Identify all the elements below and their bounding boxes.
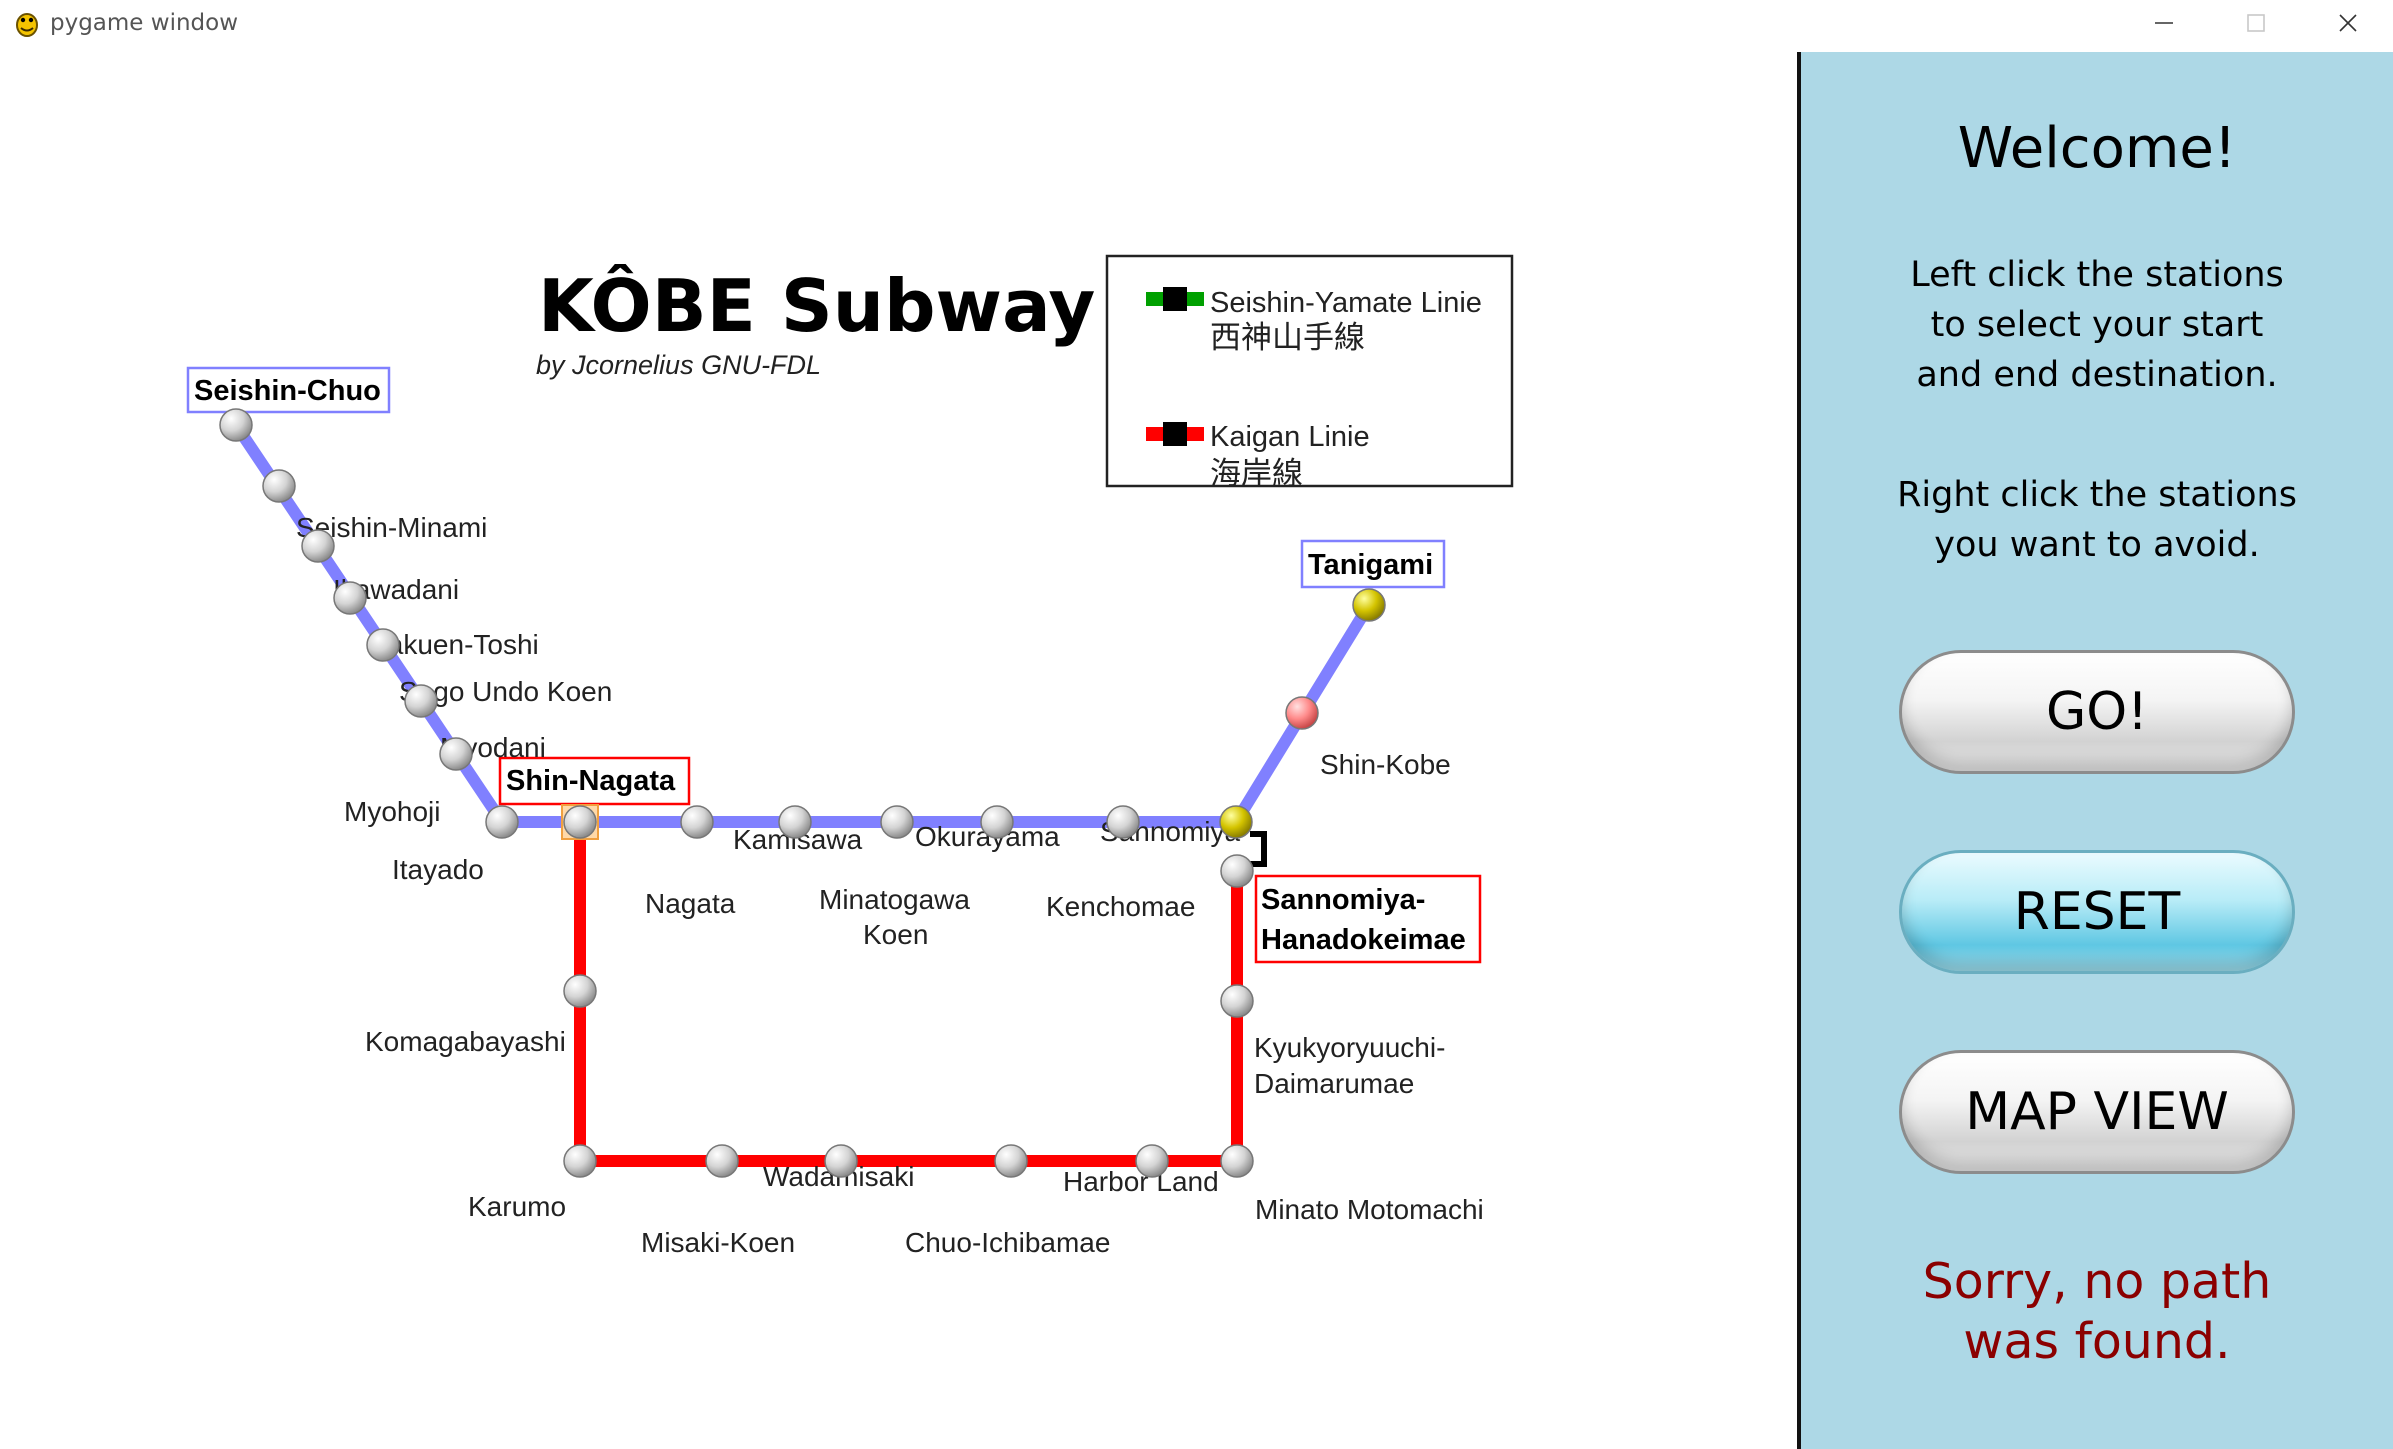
reset-button-label: RESET bbox=[2013, 882, 2181, 942]
interchange-label-sannomiya-hanadokeimae-1: Sannomiya- bbox=[1261, 884, 1425, 916]
pygame-snake-icon bbox=[16, 13, 38, 37]
station-label-shin-kobe: Shin-Kobe bbox=[1320, 749, 1451, 780]
interchange-label-shin-nagata: Shin-Nagata bbox=[506, 765, 676, 797]
welcome-heading: Welcome! bbox=[1957, 116, 2237, 181]
station-label-kyukyoryuuchi-daimarumae-1: Kyukyoryuuchi- bbox=[1254, 1032, 1445, 1063]
legend-japanese-kaigan: 海岸線 bbox=[1210, 456, 1303, 492]
reset-button[interactable]: RESET bbox=[1899, 850, 2295, 974]
close-icon bbox=[2339, 14, 2357, 32]
station-label-komagabayashi: Komagabayashi bbox=[365, 1026, 566, 1057]
station-marker-misaki-koen[interactable] bbox=[705, 1144, 739, 1178]
station-label-minato-motomachi: Minato Motomachi bbox=[1255, 1194, 1484, 1225]
map-view-button-label: MAP VIEW bbox=[1965, 1082, 2229, 1142]
station-marker-kenchomae[interactable] bbox=[1106, 805, 1140, 839]
subway-map-area: KÔBE Subway by Jcornelius GNU-FDL Seishi… bbox=[0, 46, 1797, 1449]
subway-map: KÔBE Subway by Jcornelius GNU-FDL Seishi… bbox=[186, 254, 1514, 1258]
close-button[interactable] bbox=[2302, 0, 2393, 46]
station-marker-shin-nagata[interactable] bbox=[563, 805, 597, 839]
instructions-select: Left click the stations to select your s… bbox=[1910, 255, 2284, 395]
station-marker-minatogawa-koen[interactable] bbox=[880, 805, 914, 839]
station-marker-sannomiya-hanadokeimae[interactable] bbox=[1220, 854, 1254, 888]
station-marker-karumo[interactable] bbox=[563, 1144, 597, 1178]
interchange-label-sannomiya-hanadokeimae-2: Hanadokeimae bbox=[1261, 924, 1466, 956]
kaigan-line bbox=[574, 822, 1243, 1167]
interchange-box-sannomiya-hanadokeimae bbox=[1254, 874, 1482, 964]
minimize-button[interactable] bbox=[2118, 0, 2210, 46]
station-marker-sannomiya[interactable] bbox=[1219, 805, 1253, 839]
station-label-chuo-ichibamae: Chuo-Ichibamae bbox=[905, 1227, 1110, 1258]
station-label-myohoji: Myohoji bbox=[344, 796, 440, 827]
legend-swatch-yamate-marker bbox=[1163, 287, 1187, 311]
go-button[interactable]: GO! bbox=[1899, 650, 2295, 774]
legend-japanese-yamate: 西神山手線 bbox=[1210, 320, 1365, 356]
station-marker-nagata[interactable] bbox=[680, 805, 714, 839]
window-title: pygame window bbox=[50, 10, 239, 36]
station-marker-kamisawa[interactable] bbox=[778, 805, 812, 839]
legend-label-kaigan: Kaigan Linie bbox=[1210, 421, 1370, 453]
station-marker-myohoji[interactable] bbox=[439, 737, 473, 771]
station-marker-kyukyoryuuchi-daimarumae[interactable] bbox=[1220, 984, 1254, 1018]
station-marker-myodani[interactable] bbox=[404, 684, 438, 718]
sannomiya-transfer-connector bbox=[1250, 831, 1267, 867]
map-title: KÔBE Subway bbox=[538, 264, 1095, 348]
station-marker-shin-kobe[interactable] bbox=[1285, 696, 1319, 730]
station-label-minatogawa-koen-2: Koen bbox=[863, 919, 928, 950]
station-label-kenchomae: Kenchomae bbox=[1046, 891, 1195, 922]
legend: Seishin-Yamate Linie 西神山手線 Kaigan Linie … bbox=[1105, 254, 1514, 492]
station-label-kyukyoryuuchi-daimarumae-2: Daimarumae bbox=[1254, 1068, 1414, 1099]
station-label-misaki-koen: Misaki-Koen bbox=[641, 1227, 795, 1258]
terminal-label-tanigami: Tanigami bbox=[1308, 549, 1433, 581]
control-sidebar: Welcome! Left click the stations to sele… bbox=[1797, 52, 2393, 1449]
station-marker-okurayama[interactable] bbox=[980, 805, 1014, 839]
minimize-icon bbox=[2155, 22, 2173, 24]
station-marker-seishin-minami[interactable] bbox=[262, 469, 296, 503]
station-label-itayado: Itayado bbox=[392, 854, 484, 885]
map-view-button[interactable]: MAP VIEW bbox=[1899, 1050, 2295, 1174]
station-marker-ikawadani[interactable] bbox=[301, 529, 335, 563]
terminal-label-seishin-chuo: Seishin-Chuo bbox=[194, 375, 381, 407]
station-label-karumo: Karumo bbox=[468, 1191, 566, 1222]
station-marker-harbor-land[interactable] bbox=[1135, 1144, 1169, 1178]
go-button-label: GO! bbox=[2045, 682, 2149, 742]
station-marker-sogo-undo-koen[interactable] bbox=[366, 628, 400, 662]
station-marker-minato-motomachi[interactable] bbox=[1220, 1144, 1254, 1178]
maximize-icon bbox=[2247, 14, 2265, 32]
instructions-avoid: Right click the stations you want to avo… bbox=[1897, 475, 2297, 565]
station-marker-wadamisaki[interactable] bbox=[824, 1144, 858, 1178]
station-marker-chuo-ichibamae[interactable] bbox=[994, 1144, 1028, 1178]
terminal-box-seishin-chuo bbox=[186, 366, 391, 414]
terminal-box-tanigami bbox=[1300, 539, 1446, 589]
station-marker-komagabayashi[interactable] bbox=[563, 974, 597, 1008]
window-title-bar: pygame window bbox=[0, 0, 2393, 46]
station-marker-gakuen-toshi[interactable] bbox=[333, 581, 367, 615]
status-message: Sorry, no path was found. bbox=[1922, 1253, 2272, 1370]
station-label-nagata: Nagata bbox=[645, 888, 736, 919]
station-marker-seishin-chuo[interactable] bbox=[219, 408, 253, 442]
legend-label-yamate: Seishin-Yamate Linie bbox=[1210, 287, 1482, 319]
station-marker-tanigami[interactable] bbox=[1352, 588, 1386, 622]
station-marker-itayado[interactable] bbox=[485, 805, 519, 839]
maximize-button[interactable] bbox=[2210, 0, 2302, 46]
map-credit: by Jcornelius GNU-FDL bbox=[536, 350, 821, 380]
station-label-minatogawa-koen-1: Minatogawa bbox=[819, 884, 970, 915]
legend-swatch-kaigan-marker bbox=[1163, 422, 1187, 446]
